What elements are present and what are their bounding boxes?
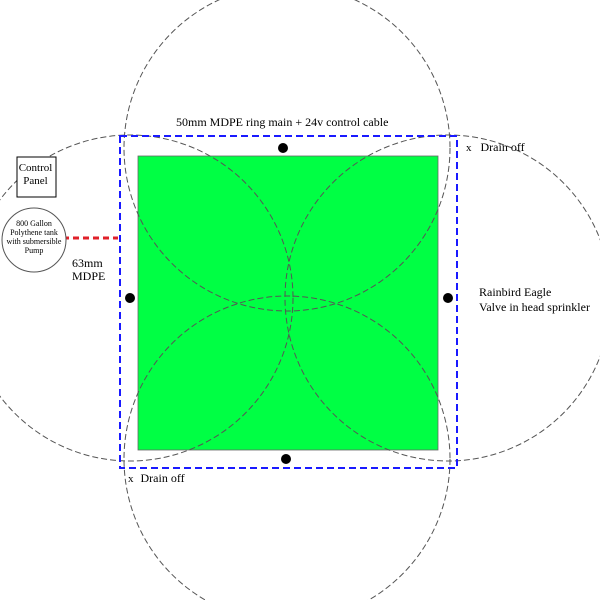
ring-main-title: 50mm MDPE ring main + 24v control cable	[176, 115, 389, 129]
sprinkler-line1: Rainbird Eagle	[479, 285, 552, 299]
tank-circle	[1, 207, 67, 273]
sprinkler-label: Rainbird Eagle Valve in head sprinkler	[479, 285, 590, 315]
sprinkler-head-right	[443, 293, 453, 303]
tank-line4: Pump	[24, 246, 44, 255]
control-panel-label: Control Panel	[17, 158, 54, 199]
feed-pipe-line2: MDPE	[72, 269, 106, 283]
coverage-arc-right	[284, 134, 600, 462]
coverage-arc-top	[123, 0, 451, 312]
coverage-arc-bottom	[123, 295, 451, 600]
drain-top-marker: x	[466, 142, 472, 154]
control-panel-box	[16, 156, 57, 198]
drain-off-bottom: x Drain off	[128, 471, 185, 486]
lawn-area	[137, 155, 439, 451]
drain-top-text: Drain off	[480, 140, 525, 154]
drain-bottom-marker: x	[128, 473, 134, 485]
sprinkler-line2: Valve in head sprinkler	[479, 300, 590, 314]
tank-line3: with submersible	[6, 237, 62, 246]
drain-off-top: x Drain off	[466, 140, 525, 155]
ring-main-pipe	[119, 135, 458, 469]
drain-bottom-text: Drain off	[140, 471, 185, 485]
control-panel-line2: Panel	[23, 175, 48, 187]
sprinkler-heads	[125, 143, 453, 464]
sprinkler-head-top	[278, 143, 288, 153]
tank-line2: Polythene tank	[10, 228, 58, 237]
coverage-arc-left	[0, 134, 294, 462]
feed-pipe-label: 63mm MDPE	[72, 257, 105, 283]
sprinkler-head-bottom	[281, 454, 291, 464]
sprinkler-head-left	[125, 293, 135, 303]
feed-pipe-line1: 63mm	[72, 256, 103, 270]
control-panel-line1: Control	[18, 162, 53, 174]
tank-label: 800 Gallon Polythene tank with submersib…	[4, 219, 64, 255]
tank-line1: 800 Gallon	[16, 219, 52, 228]
